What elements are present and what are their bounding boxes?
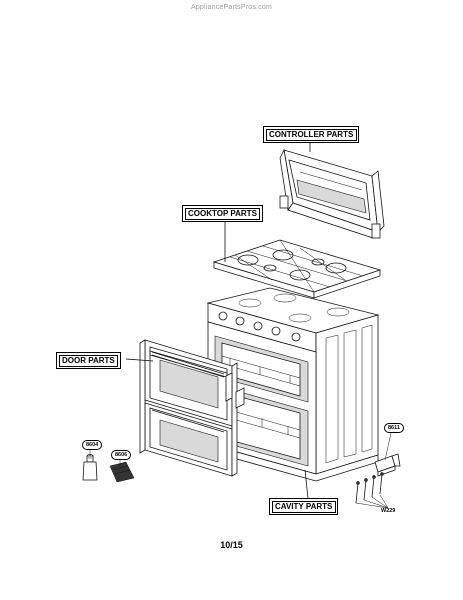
oven-door: [139, 339, 245, 477]
page-number: 10/15: [220, 540, 243, 550]
part-tag-8606[interactable]: 8606: [111, 450, 132, 460]
controller-parts-callout[interactable]: CONTROLLER PARTS: [263, 126, 360, 143]
cavity-parts-callout[interactable]: CAVITY PARTS: [269, 498, 339, 515]
screws-w229: [355, 472, 384, 504]
accessory-8604: [82, 454, 98, 481]
leader-lines: [89, 141, 392, 509]
part-tag-8604[interactable]: 8604: [82, 440, 103, 450]
anti-tip-bracket-8611: [374, 453, 401, 477]
watermark: AppliancePartsPros.com: [190, 4, 273, 11]
part-tag-8611[interactable]: 8611: [384, 423, 404, 433]
part-tag-w229[interactable]: W229: [381, 508, 396, 514]
range-body: [206, 287, 380, 482]
cooktop-parts-callout[interactable]: COOKTOP PARTS: [182, 205, 263, 222]
cooktop-grates: [212, 239, 382, 299]
accessory-8606: [109, 461, 135, 483]
door-parts-callout[interactable]: DOOR PARTS: [56, 352, 121, 369]
controller-panel: [279, 148, 385, 239]
